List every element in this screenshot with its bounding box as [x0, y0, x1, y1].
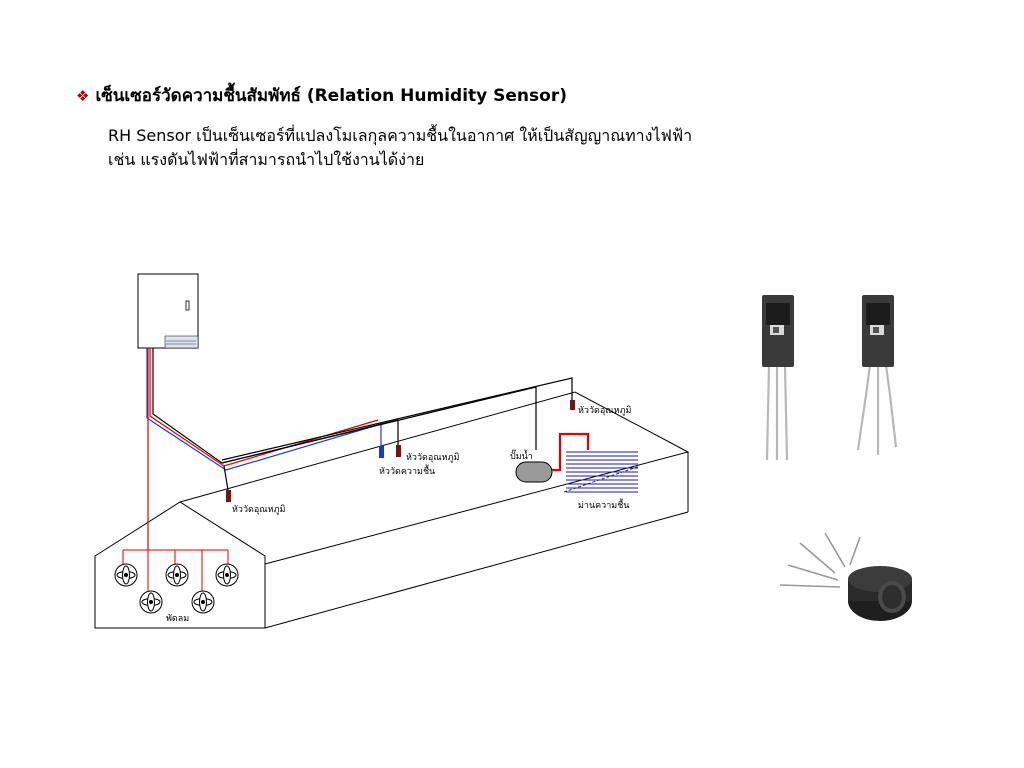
greenhouse-diagram: หัววัดอุณหภูมิ หัววัดอุณหภูมิ หัววัดความ…: [94, 273, 690, 629]
sensor-photos: [762, 295, 912, 621]
label-humidity-probe: หัววัดความชื้น: [379, 464, 435, 477]
fan-wiring: [122, 549, 229, 595]
fan-icon: [165, 563, 189, 587]
slide-heading: ❖ เซ็นเซอร์วัดความชื้นสัมพัทธ์ (Relation …: [76, 82, 567, 109]
diamond-bullet-icon: ❖: [76, 87, 90, 105]
fan-icon: [114, 563, 138, 587]
label-fans: พัดลม: [166, 614, 189, 624]
label-pump: ปั๊มน้ำ: [510, 449, 533, 462]
water-pump: [515, 461, 553, 483]
humidity-probe: [379, 446, 384, 458]
rh-sensor-module-photo: [762, 295, 794, 461]
fan-icon: [215, 563, 239, 587]
heading-text: เซ็นเซอร์วัดความชื้นสัมพัทธ์ (Relation H…: [95, 86, 567, 106]
slide-body: RH Sensor เป็นเซ็นเซอร์ที่แปลงโมเลกุลควา…: [108, 124, 692, 172]
pump-pipe: [552, 432, 590, 472]
temp-probe-right: [570, 400, 575, 410]
temp-probe-mid: [396, 445, 401, 457]
wet-pad: [563, 451, 641, 493]
temp-probe-left: [226, 490, 231, 502]
rh-sensor-module-photo: [856, 295, 898, 455]
fan-icon: [191, 590, 215, 614]
label-temp-probe-mid: หัววัดอุณหภูมิ: [406, 452, 460, 463]
fan-icon: [139, 590, 163, 614]
body-line-1: RH Sensor เป็นเซ็นเซอร์ที่แปลงโมเลกุลควา…: [108, 126, 693, 145]
controller-box: [137, 273, 199, 349]
can-type-rh-sensor-photo: [779, 532, 912, 621]
label-temp-probe-right: หัววัดอุณหภูมิ: [578, 405, 632, 416]
label-wet-pad: ม่านความชื้น: [578, 498, 629, 511]
signal-cables: [146, 348, 573, 550]
label-temp-probe-left: หัววัดอุณหภูมิ: [232, 504, 286, 515]
body-line-2: เช่น แรงดันไฟฟ้าที่สามารถนำไปใช้งานได้ง่…: [108, 150, 425, 169]
